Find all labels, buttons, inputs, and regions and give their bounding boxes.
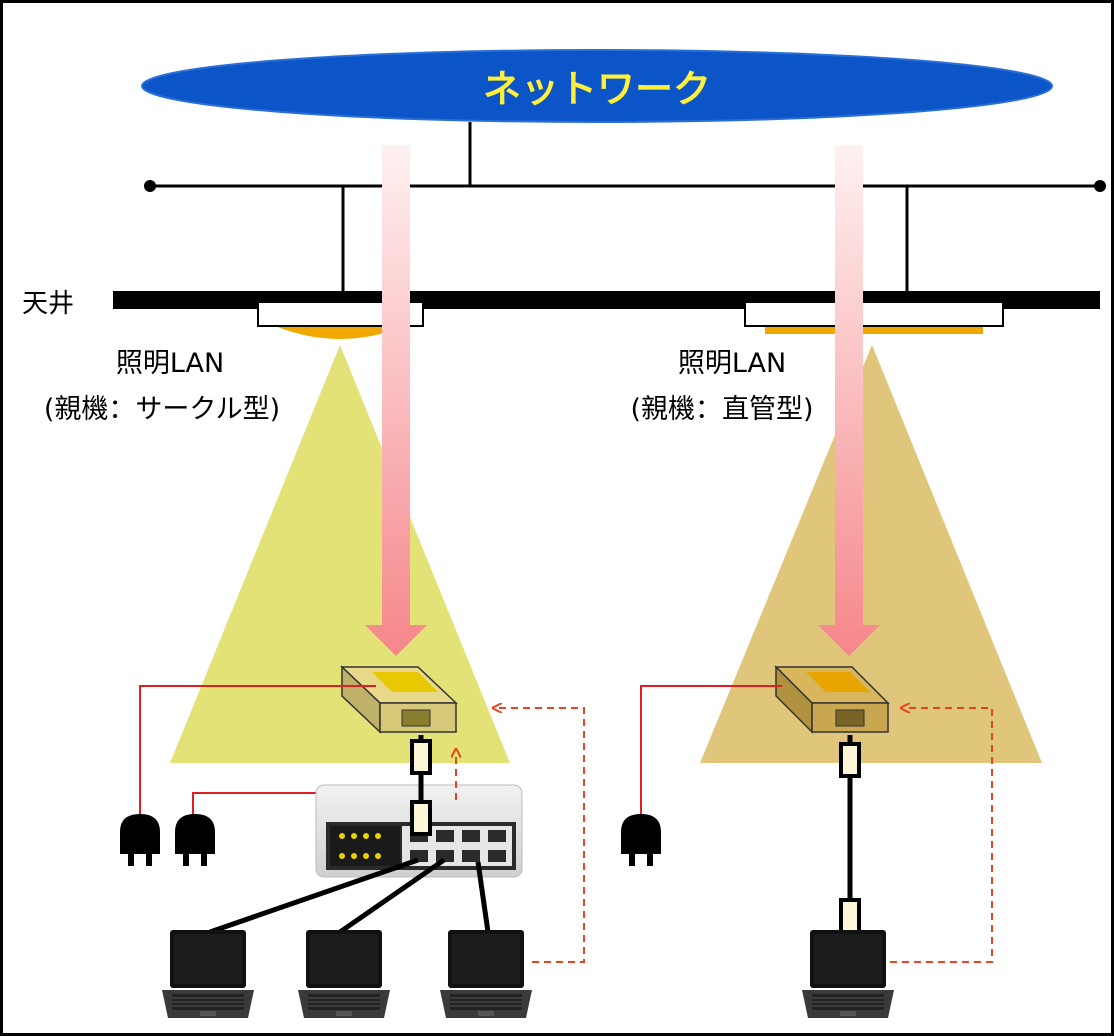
light-cone-right — [700, 345, 1042, 763]
network-label: ネットワーク — [483, 67, 711, 111]
circle-light-glow — [275, 326, 405, 339]
power-line-switch — [192, 792, 316, 815]
downlink-arrow-left — [365, 145, 427, 656]
power-plug-icon — [175, 814, 215, 866]
bus-end-left — [144, 180, 156, 192]
receiver-unit-right — [774, 665, 890, 734]
light-left-title: 照明LAN — [116, 348, 224, 379]
power-plug-icon — [621, 814, 661, 866]
laptop-icon — [801, 929, 895, 1019]
cable-laptop-2 — [338, 857, 446, 935]
cable-connector — [410, 739, 432, 775]
laptop-icon — [161, 929, 255, 1019]
light-right-title: 照明LAN — [678, 348, 786, 379]
light-left-subtitle: (親機：サークル型) — [44, 394, 280, 425]
cable-connector — [839, 898, 861, 934]
cable-laptop-3 — [475, 861, 491, 933]
bus-end-right — [1094, 180, 1106, 192]
downlink-arrow-right — [818, 145, 880, 656]
cable-laptop-1 — [209, 857, 419, 935]
tube-light-glow — [765, 326, 983, 334]
ceiling-label: 天井 — [22, 289, 74, 319]
light-right-subtitle: (親機：直管型) — [630, 394, 813, 425]
laptop-icon — [297, 929, 391, 1019]
tube-light-fixture — [744, 301, 1004, 327]
cable-connector — [410, 800, 432, 836]
power-plug-icon — [120, 814, 160, 866]
return-arrow-right — [890, 708, 993, 963]
light-cone-left — [170, 345, 510, 763]
power-line-left-receiver — [139, 685, 376, 815]
return-arrow-left — [496, 708, 585, 963]
power-line-right-receiver — [640, 685, 782, 815]
receiver-unit-left — [340, 665, 458, 734]
laptop-icon — [439, 929, 533, 1019]
network-cloud — [141, 49, 1053, 123]
cable-connector — [839, 742, 861, 778]
